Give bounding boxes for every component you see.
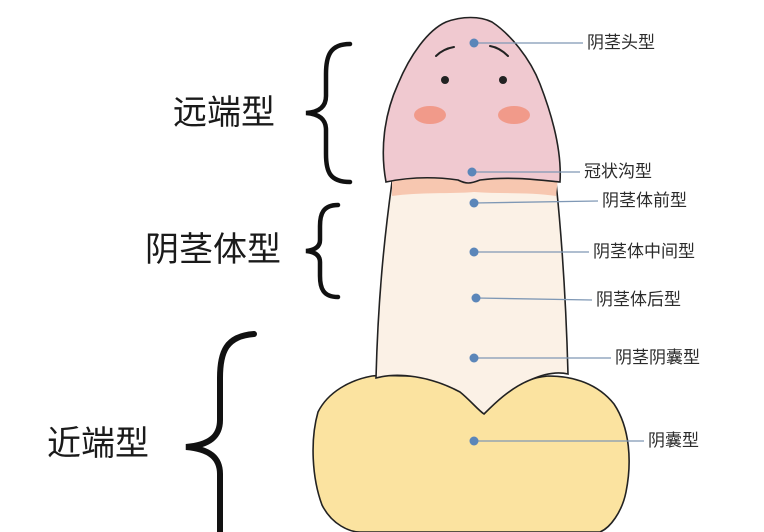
site-label-scrotal: 阴囊型 bbox=[648, 431, 699, 451]
proximal-brace bbox=[185, 331, 257, 532]
site-label-posterior-shaft: 阴茎体后型 bbox=[596, 290, 681, 310]
site-label-mid-shaft: 阴茎体中间型 bbox=[593, 242, 695, 262]
left-eye bbox=[441, 76, 449, 84]
marker-penoscrotal bbox=[469, 353, 479, 363]
site-label-penoscrotal: 阴茎阴囊型 bbox=[615, 348, 700, 368]
corona-band bbox=[392, 174, 558, 196]
site-label-anterior-shaft: 阴茎体前型 bbox=[602, 191, 687, 211]
marker-glans bbox=[469, 38, 479, 48]
right-eye bbox=[499, 76, 507, 84]
site-label-glans: 阴茎头型 bbox=[587, 33, 655, 53]
marker-anterior-shaft bbox=[469, 198, 479, 208]
group-label-shaft: 阴茎体型 bbox=[145, 230, 281, 270]
marker-scrotal bbox=[469, 436, 479, 446]
leader-lines bbox=[472, 42, 644, 442]
marker-posterior-shaft bbox=[471, 293, 481, 303]
left-eyebrow bbox=[435, 46, 455, 57]
right-blush bbox=[498, 106, 530, 124]
leader-anterior-shaft bbox=[473, 200, 599, 204]
glans-shape bbox=[382, 16, 562, 184]
marker-mid-shaft bbox=[469, 247, 479, 257]
site-markers bbox=[467, 38, 481, 446]
group-label-proximal: 近端型 bbox=[47, 424, 149, 464]
site-label-coronal: 冠状沟型 bbox=[584, 162, 652, 182]
left-blush bbox=[414, 106, 446, 124]
right-eyebrow bbox=[489, 45, 509, 57]
marker-coronal bbox=[467, 167, 477, 177]
leader-posterior-shaft bbox=[475, 297, 593, 301]
shaft-brace bbox=[305, 202, 341, 300]
distal-brace bbox=[305, 41, 353, 185]
group-label-distal: 远端型 bbox=[173, 93, 275, 133]
